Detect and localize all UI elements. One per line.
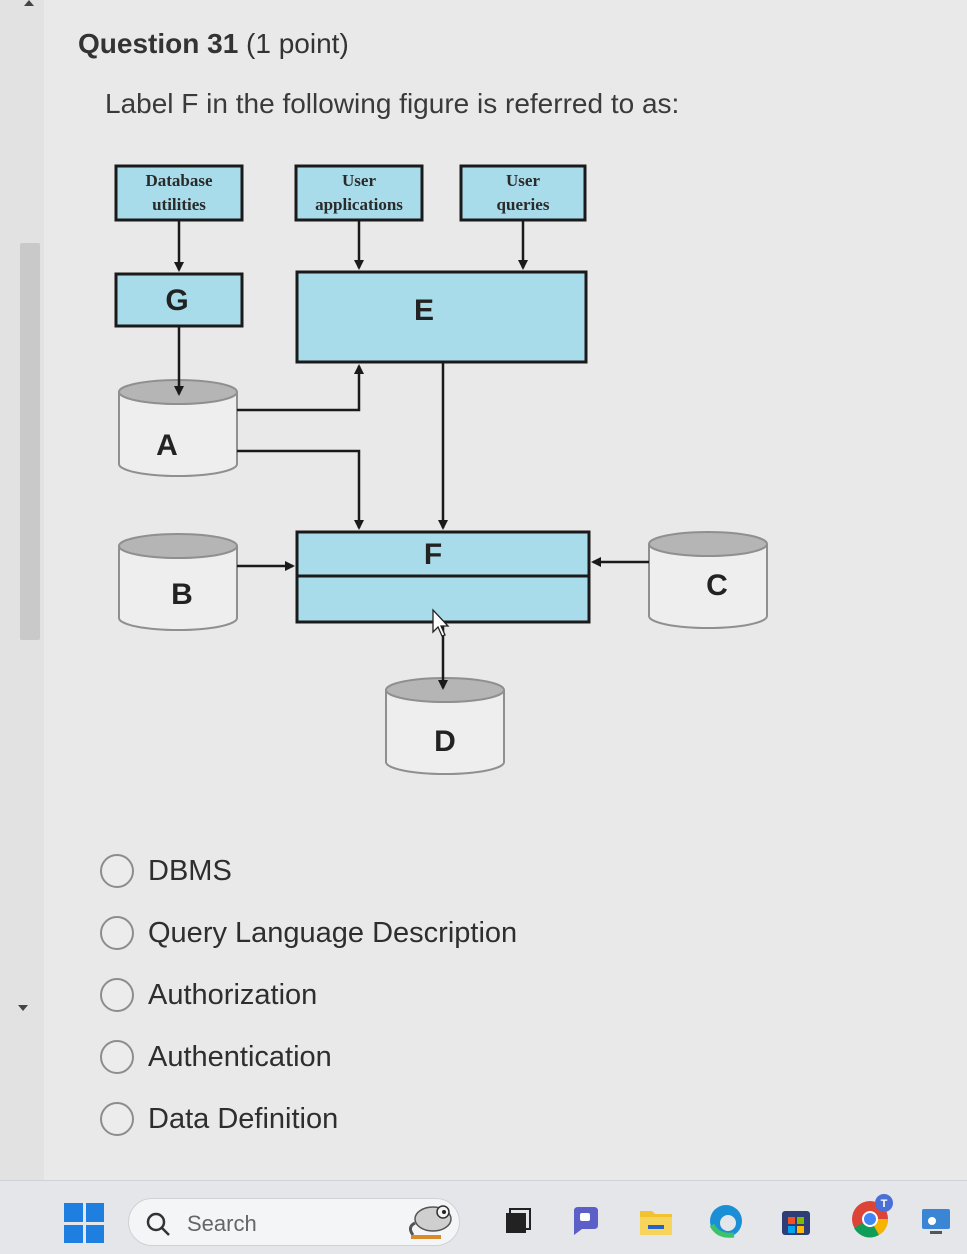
user-queries-line1: User bbox=[506, 171, 540, 190]
store-icon[interactable] bbox=[778, 1203, 814, 1239]
diagram-arrows bbox=[174, 221, 649, 690]
option-query-language-description[interactable]: Query Language Description bbox=[100, 902, 517, 964]
user-applications-line2: applications bbox=[315, 195, 403, 214]
option-authorization[interactable]: Authorization bbox=[100, 964, 517, 1026]
scrollbar-thumb[interactable] bbox=[20, 243, 40, 640]
windows-start-icon[interactable] bbox=[64, 1203, 104, 1243]
scrollbar-track[interactable] bbox=[0, 0, 44, 1180]
option-label: DBMS bbox=[148, 854, 232, 887]
chrome-icon[interactable]: T bbox=[848, 1193, 896, 1241]
label-c: C bbox=[706, 569, 728, 602]
taskbar-search-box[interactable]: Search bbox=[128, 1198, 460, 1246]
option-dbms[interactable]: DBMS bbox=[100, 840, 517, 902]
label-d: D bbox=[434, 725, 456, 758]
option-label: Data Definition bbox=[148, 1102, 339, 1135]
cylinder-c: C bbox=[648, 531, 768, 629]
label-b: B bbox=[171, 578, 193, 611]
question-title: Question 31 (1 point) bbox=[78, 28, 349, 60]
question-points: (1 point) bbox=[246, 28, 349, 59]
cylinder-b: B bbox=[118, 533, 238, 631]
file-explorer-icon[interactable] bbox=[638, 1203, 674, 1239]
search-icon bbox=[146, 1212, 170, 1236]
option-data-definition[interactable]: Data Definition bbox=[100, 1088, 517, 1150]
label-e: E bbox=[414, 294, 434, 327]
user-applications-box: User applications bbox=[294, 164, 424, 222]
database-utilities-box: Database utilities bbox=[114, 164, 244, 222]
edge-browser-icon[interactable] bbox=[708, 1203, 744, 1239]
mouse-cursor-icon bbox=[432, 608, 450, 637]
chat-icon[interactable] bbox=[568, 1203, 604, 1239]
scroll-down-icon[interactable] bbox=[18, 1005, 28, 1011]
arrow-a-to-e bbox=[237, 364, 364, 412]
radio-button[interactable] bbox=[100, 854, 134, 888]
option-authentication[interactable]: Authentication bbox=[100, 1026, 517, 1088]
f-box: F bbox=[295, 530, 591, 624]
answer-options: DBMS Query Language Description Authoriz… bbox=[100, 840, 517, 1150]
taskbar: Search T bbox=[0, 1180, 967, 1254]
option-label: Authentication bbox=[148, 1040, 332, 1073]
database-utilities-line2: utilities bbox=[152, 195, 206, 214]
database-utilities-line1: Database bbox=[145, 171, 213, 190]
scroll-up-icon[interactable] bbox=[24, 0, 34, 6]
cylinder-d: D bbox=[385, 677, 505, 775]
lemur-widget-icon[interactable] bbox=[405, 1197, 461, 1241]
task-view-icon[interactable] bbox=[500, 1203, 536, 1239]
user-queries-box: User queries bbox=[459, 164, 587, 222]
search-placeholder: Search bbox=[187, 1211, 257, 1236]
dbms-diagram: Database utilities User applications Use… bbox=[114, 164, 768, 775]
radio-button[interactable] bbox=[100, 916, 134, 950]
question-number: Question 31 bbox=[78, 28, 239, 59]
option-label: Authorization bbox=[148, 978, 318, 1011]
arrow-a-to-f bbox=[237, 449, 364, 530]
radio-button[interactable] bbox=[100, 1102, 134, 1136]
radio-button[interactable] bbox=[100, 1040, 134, 1074]
user-queries-line2: queries bbox=[497, 195, 550, 214]
remote-desktop-icon[interactable] bbox=[918, 1203, 954, 1239]
svg-text:T: T bbox=[881, 1198, 888, 1210]
label-g: G bbox=[165, 284, 188, 317]
user-applications-line1: User bbox=[342, 171, 376, 190]
label-a: A bbox=[156, 429, 178, 462]
radio-button[interactable] bbox=[100, 978, 134, 1012]
e-box: E bbox=[295, 270, 588, 364]
label-f: F bbox=[424, 538, 442, 571]
question-prompt: Label F in the following figure is refer… bbox=[105, 88, 680, 119]
cylinder-a: A bbox=[118, 379, 238, 477]
g-box: G bbox=[114, 272, 244, 328]
option-label: Query Language Description bbox=[148, 916, 518, 949]
